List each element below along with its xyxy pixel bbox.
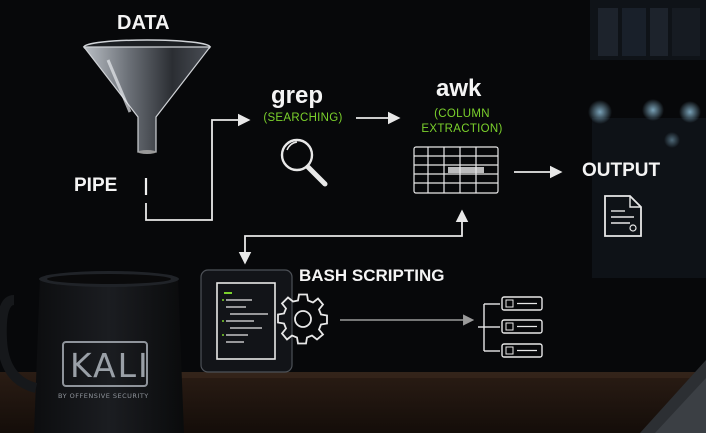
funnel-icon: [82, 39, 212, 154]
data-label: DATA: [117, 12, 170, 34]
output-label: OUTPUT: [582, 160, 661, 181]
script-icon: [200, 269, 293, 373]
table-icon: [413, 146, 499, 194]
magnifier-icon: [280, 138, 328, 187]
document-icon: [604, 195, 642, 237]
awk-subtitle-line1: (COLUMN: [434, 108, 490, 120]
mug-logo: KALI: [70, 346, 150, 385]
grep-subtitle: (SEARCHING): [263, 112, 343, 124]
task-list-icon: [478, 296, 543, 358]
awk-subtitle-line2: EXTRACTION): [421, 123, 503, 135]
bash-scripting-label: BASH SCRIPTING: [299, 266, 445, 285]
gear-icon: [277, 293, 328, 345]
pipe-label: PIPE: [74, 175, 118, 196]
awk-label: awk: [436, 75, 482, 102]
grep-label: grep: [271, 82, 324, 109]
mug-tagline: BY OFFENSIVE SECURITY: [58, 392, 149, 400]
